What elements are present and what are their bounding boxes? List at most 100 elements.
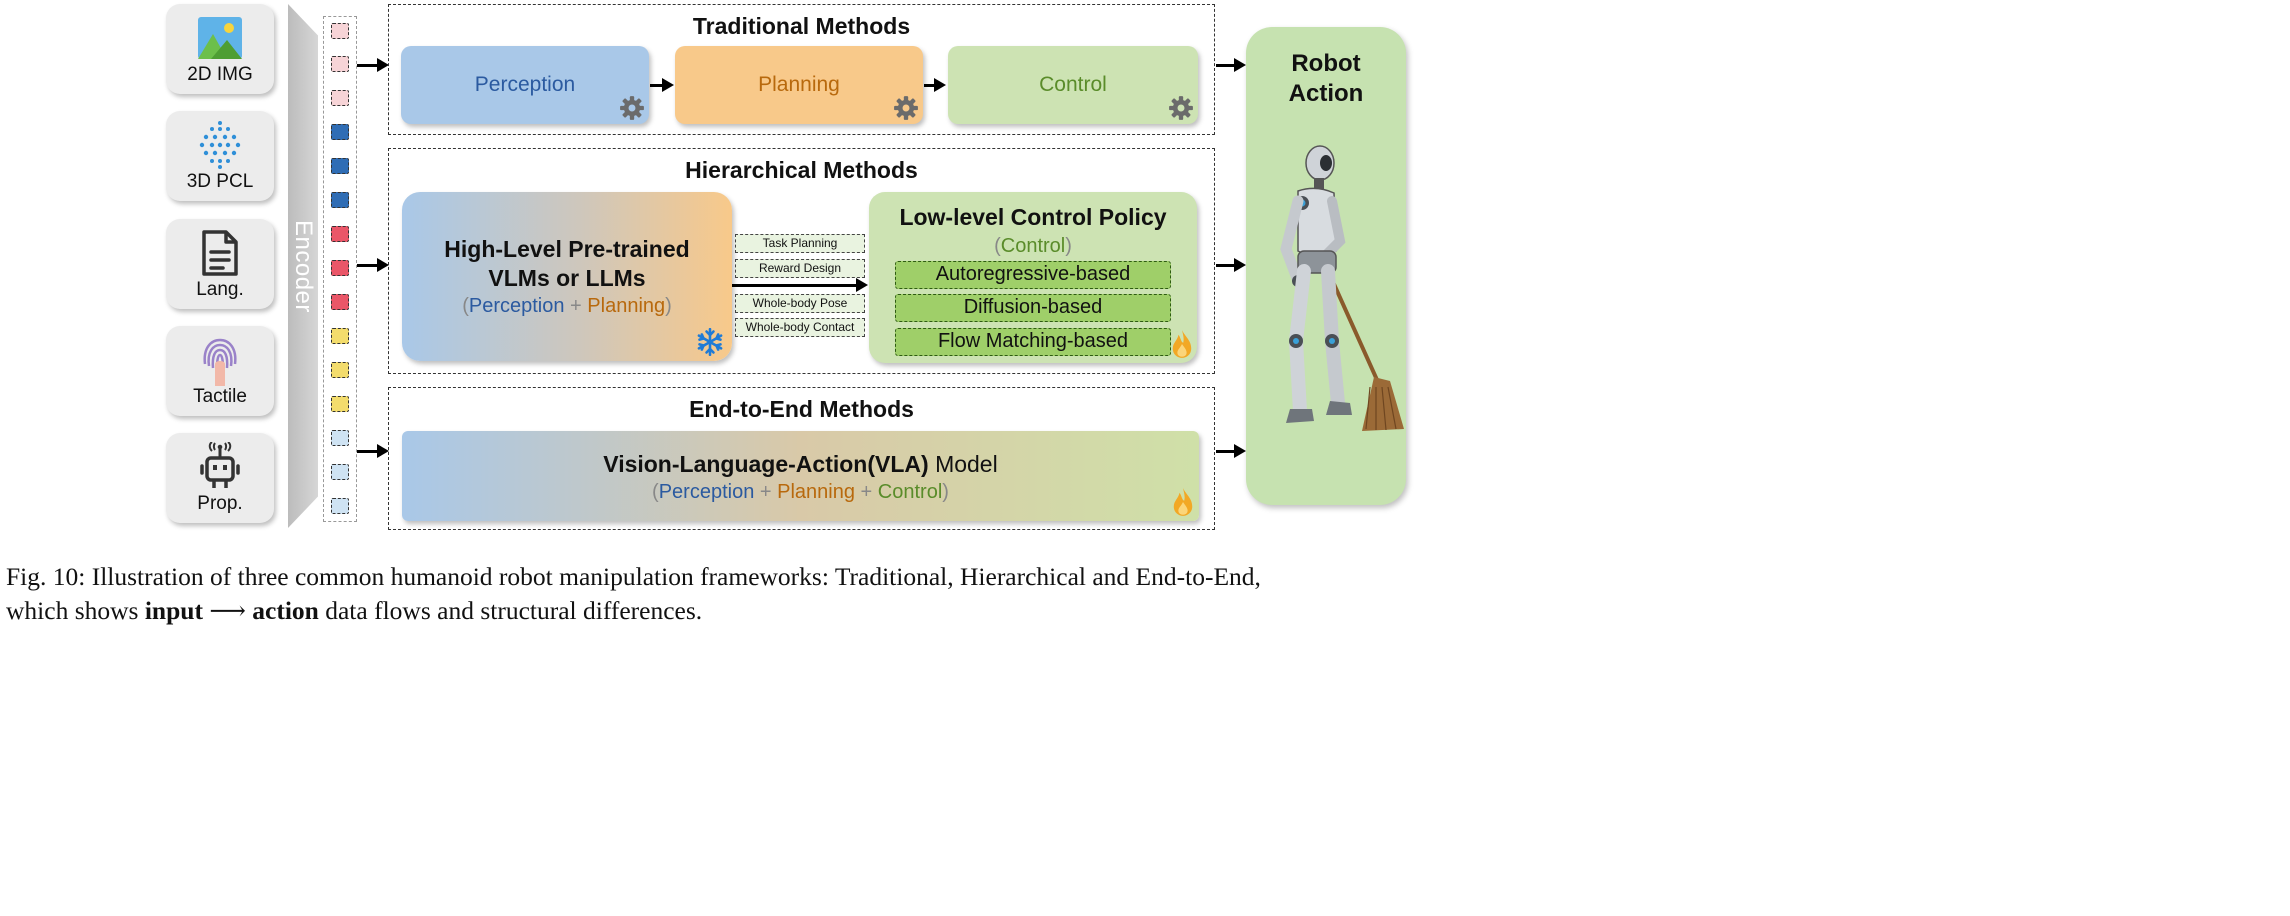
arrow-hierarchical-to-action <box>1216 264 1236 267</box>
arrow-high-to-low <box>732 284 858 287</box>
gear-icon <box>1169 96 1193 120</box>
input-card-lang: Lang. <box>166 219 274 309</box>
traditional-methods-title: Traditional Methods <box>692 13 911 39</box>
paren-close: ) <box>665 295 672 317</box>
snowflake-icon <box>697 328 723 356</box>
arrow-head-icon <box>856 278 868 292</box>
variant-autoregressive: Autoregressive-based <box>895 261 1171 289</box>
input-label: Prop. <box>197 493 243 514</box>
variant-diffusion: Diffusion-based <box>895 294 1171 322</box>
vla-title-rest: Model <box>935 451 998 477</box>
token-tactile-1 <box>331 328 349 344</box>
token-pointcloud-3 <box>331 192 349 208</box>
robot-action-line2: Action <box>1288 80 1364 107</box>
high-level-title-line1: High-Level Pre-trained <box>444 236 690 262</box>
paren-close: ) <box>1065 235 1072 257</box>
image-icon <box>166 14 274 62</box>
plus-sign: + <box>860 481 873 503</box>
gear-icon <box>894 96 918 120</box>
hierarchical-methods-frame: Hierarchical Methods <box>388 148 1215 374</box>
arrow-traditional-to-action <box>1216 64 1236 67</box>
token-prop-1 <box>331 430 349 446</box>
interface-whole-body-contact: Whole-body Contact <box>735 318 865 337</box>
plus-sign: + <box>570 295 582 317</box>
caption-text: data flows and structural differences. <box>325 596 703 625</box>
token-image-3 <box>331 90 349 106</box>
caption-text: which shows <box>6 596 139 625</box>
token-tactile-2 <box>331 362 349 378</box>
paren-open: ( <box>652 481 659 503</box>
control-stage: Control <box>948 46 1198 124</box>
caption-line-2: which shows input ⟶ action data flows an… <box>6 594 1566 628</box>
caption-arrow: ⟶ <box>209 596 246 625</box>
robot-action-panel: Robot Action <box>1246 27 1406 505</box>
token-language-2 <box>331 260 349 276</box>
arrow-head-icon <box>1234 58 1246 72</box>
end-to-end-methods-title: End-to-End Methods <box>689 396 914 422</box>
arrow-head-icon <box>377 58 389 72</box>
arrow-head-icon <box>662 78 674 92</box>
token-tactile-3 <box>331 396 349 412</box>
arrow-to-hierarchical <box>357 264 379 267</box>
vla-model-subtitle: (Perception + Planning + Control) <box>402 481 1199 504</box>
flame-icon <box>1173 488 1193 516</box>
encoder-label: Encoder <box>290 219 317 313</box>
token-pointcloud-1 <box>331 124 349 140</box>
token-pointcloud-2 <box>331 158 349 174</box>
planning-word: Planning <box>777 481 855 503</box>
perception-stage: Perception <box>401 46 649 124</box>
low-level-subtitle: (Control) <box>869 235 1197 258</box>
vla-title-bold: Vision-Language-Action(VLA) <box>603 451 929 477</box>
figure-caption: Fig. 10: Illustration of three common hu… <box>6 560 1566 628</box>
token-prop-2 <box>331 464 349 480</box>
fingerprint-icon <box>166 336 274 386</box>
paren-close: ) <box>942 481 949 503</box>
arrow-planning-to-control <box>924 84 936 87</box>
high-level-subtitle: (Perception + Planning) <box>402 295 732 318</box>
plus-sign: + <box>759 481 772 503</box>
control-word: Control <box>877 481 943 503</box>
planning-label: Planning <box>758 73 840 96</box>
interface-task-planning: Task Planning <box>735 234 865 253</box>
planning-stage: Planning <box>675 46 923 124</box>
input-label: Lang. <box>196 279 244 300</box>
low-level-title: Low-level Control Policy <box>899 204 1167 230</box>
robot-action-line1: Robot <box>1291 50 1361 77</box>
input-card-prop: Prop. <box>166 433 274 523</box>
point-cloud-icon <box>166 121 274 169</box>
vla-model-title: Vision-Language-Action(VLA) Model <box>402 451 1199 478</box>
paren-open: ( <box>462 295 469 317</box>
caption-line-1: Fig. 10: Illustration of three common hu… <box>6 562 1261 591</box>
arrow-head-icon <box>377 444 389 458</box>
perception-word: Perception <box>658 481 755 503</box>
traditional-methods-frame: Traditional Methods <box>388 4 1215 135</box>
variant-flow-matching: Flow Matching-based <box>895 328 1171 356</box>
control-label: Control <box>1039 73 1107 96</box>
token-language-3 <box>331 294 349 310</box>
caption-action-word: action <box>252 596 319 625</box>
input-card-3d-pcl: 3D PCL <box>166 111 274 201</box>
token-strip <box>323 16 357 522</box>
flame-icon <box>1172 330 1192 358</box>
input-card-tactile: Tactile <box>166 326 274 416</box>
perception-label: Perception <box>474 73 576 96</box>
arrow-to-end-to-end <box>357 450 379 453</box>
input-card-2d-img: 2D IMG <box>166 4 274 94</box>
arrow-head-icon <box>1234 258 1246 272</box>
input-label: Tactile <box>193 386 247 407</box>
input-label: 3D PCL <box>186 171 254 192</box>
encoder-label-wrap: Encoder <box>288 4 318 528</box>
token-prop-3 <box>331 498 349 514</box>
arrow-head-icon <box>1234 444 1246 458</box>
token-image-1 <box>331 23 349 39</box>
interface-whole-body-pose: Whole-body Pose <box>735 294 865 313</box>
hierarchical-methods-title: Hierarchical Methods <box>685 157 918 183</box>
high-level-model-box: High-Level Pre-trained VLMs or LLMs (Per… <box>402 192 732 361</box>
arrow-end-to-end-to-action <box>1216 450 1236 453</box>
gear-icon <box>620 96 644 120</box>
token-image-2 <box>331 56 349 72</box>
arrow-head-icon <box>377 258 389 272</box>
encoder-block <box>288 4 318 528</box>
vla-model-box: Vision-Language-Action(VLA) Model (Perce… <box>402 431 1199 521</box>
high-level-title-line2: VLMs or LLMs <box>488 265 646 291</box>
